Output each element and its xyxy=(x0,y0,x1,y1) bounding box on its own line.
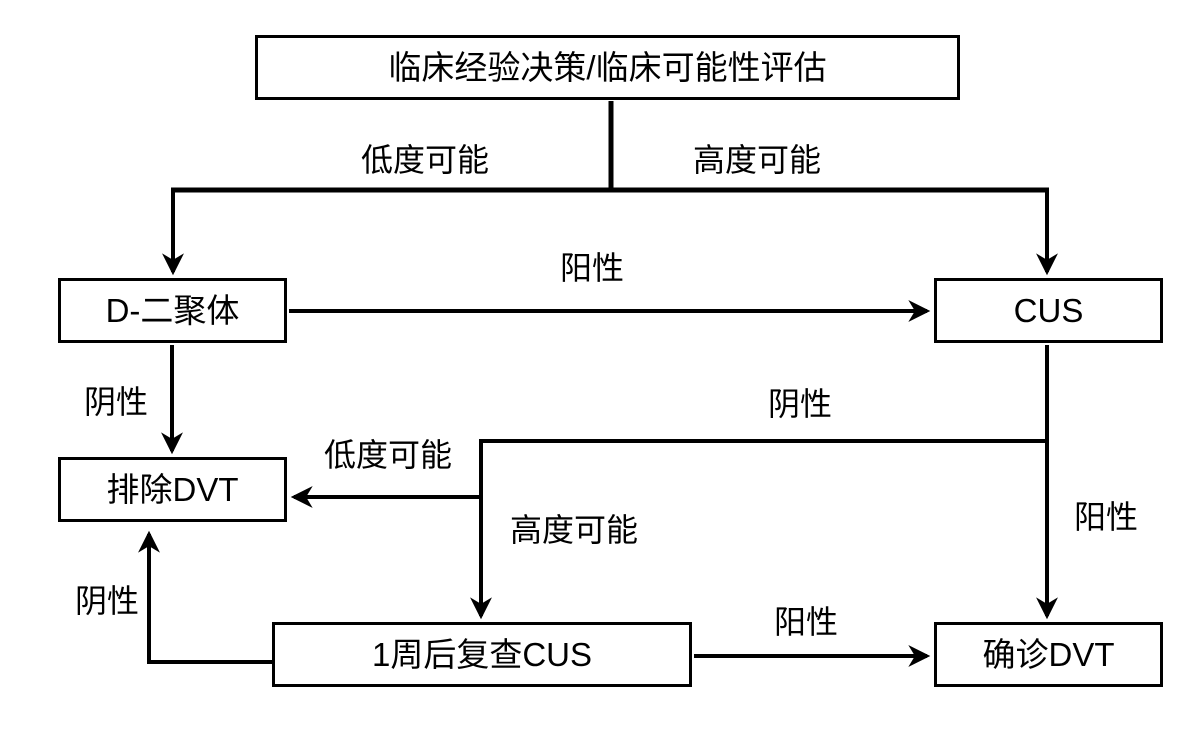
label-high-probability-top: 高度可能 xyxy=(690,142,824,178)
node-cus: CUS xyxy=(934,278,1163,343)
label-negative-repeat: 阴性 xyxy=(72,583,142,619)
node-d-dimer: D-二聚体 xyxy=(58,278,287,343)
label-negative-cus: 阴性 xyxy=(765,386,835,422)
node-clinical-assessment: 临床经验决策/临床可能性评估 xyxy=(255,35,960,100)
label-negative-ddimer: 阴性 xyxy=(81,384,151,420)
node-exclude-dvt: 排除DVT xyxy=(58,457,287,522)
label-low-probability-top: 低度可能 xyxy=(358,142,492,178)
node-confirm-dvt: 确诊DVT xyxy=(934,622,1163,687)
label-low-probability-mid: 低度可能 xyxy=(321,437,455,473)
label-high-probability-mid: 高度可能 xyxy=(507,512,641,548)
label-positive-repeat: 阳性 xyxy=(771,604,841,640)
edge-repeat-to-exclude xyxy=(138,530,272,664)
node-repeat-cus: 1周后复查CUS xyxy=(272,622,692,687)
label-positive-ddimer: 阳性 xyxy=(557,250,627,286)
label-positive-cus: 阳性 xyxy=(1071,499,1141,535)
